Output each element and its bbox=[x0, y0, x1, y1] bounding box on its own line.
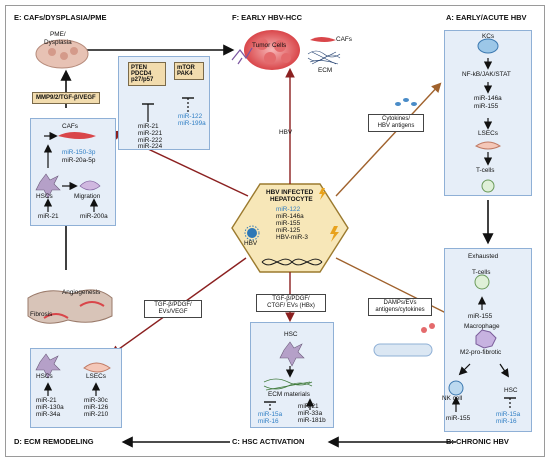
mir155-label-a: miR-155 bbox=[474, 103, 499, 110]
mir33a-label: miR-33a bbox=[298, 410, 323, 417]
hsc-label-c: HSC bbox=[284, 331, 298, 338]
cytokines-box: Cytokines/HBV antigens bbox=[368, 114, 424, 132]
mir224-label: miR-224 bbox=[138, 143, 163, 150]
mir122-label-f: miR-122 bbox=[178, 113, 203, 120]
mir20a-label: miR-20a-5p bbox=[62, 157, 96, 164]
mir199a-label: miR-199a bbox=[178, 120, 206, 127]
mir155-label-b-top: miR-155 bbox=[468, 313, 493, 320]
mir21-label-c: miR-21 bbox=[298, 403, 319, 410]
title-a: A: EARLY/ACUTE HBV bbox=[446, 13, 527, 22]
center-mir146a: miR-146a bbox=[276, 213, 304, 220]
hepatocyte-hexagon bbox=[231, 183, 349, 273]
vessel-icon bbox=[231, 47, 253, 65]
mir34a-label: miR-34a bbox=[36, 411, 61, 418]
lightning-icon-2 bbox=[319, 188, 326, 200]
cafs-label-e: CAFs bbox=[62, 123, 78, 130]
migration-label: Migration bbox=[74, 193, 101, 200]
fibrosis-label: Fibrosis bbox=[30, 311, 53, 318]
mir222-label: miR-222 bbox=[138, 137, 163, 144]
mir16-label-c: miR-16 bbox=[258, 418, 279, 425]
mir155-label-b-bottom: miR-155 bbox=[446, 415, 471, 422]
mir146a-label-a: miR-146a bbox=[474, 95, 502, 102]
hsc-label-b: HSC bbox=[504, 387, 518, 394]
arrow-to-acute bbox=[335, 82, 442, 197]
mir21-label-d: miR-21 bbox=[36, 397, 57, 404]
mir130a-label: miR-130a bbox=[36, 404, 64, 411]
mir221-label: miR-221 bbox=[138, 130, 163, 137]
panel-e-box bbox=[30, 118, 116, 226]
figure-frame bbox=[5, 5, 545, 457]
caf-cell-icon-f bbox=[310, 37, 336, 42]
pathway-label: NF-kB/JAK/STAT bbox=[462, 71, 511, 78]
center-mir122: miR-122 bbox=[276, 206, 301, 213]
pme-label-2: Dysplasia bbox=[44, 39, 72, 46]
mir15a-label-b: miR-15a bbox=[496, 411, 521, 418]
vessel-shape bbox=[373, 343, 433, 357]
hepatocyte-title-2: HEPATOCYTE bbox=[270, 196, 313, 203]
mir150-label: miR-150-3p bbox=[62, 149, 96, 156]
mir210-label: miR-210 bbox=[84, 411, 109, 418]
center-hbv: HBV bbox=[244, 240, 258, 247]
ecm-materials-label: ECM materials bbox=[268, 391, 310, 398]
nk-label: NK cell bbox=[442, 395, 463, 402]
virus-icon-center bbox=[244, 225, 260, 241]
lightning-icon bbox=[330, 226, 339, 242]
mir181b-label: miR-181b bbox=[298, 417, 326, 424]
hscs-label-e: HSCs bbox=[36, 193, 53, 200]
exhausted-label: Exhausted bbox=[468, 253, 499, 260]
tumor-cells-label: Tumor Cells bbox=[252, 42, 287, 49]
hbv-arrow-label: HBV bbox=[279, 129, 293, 136]
mir30c-label: miR-30c bbox=[84, 397, 108, 404]
lsecs-label-d: LSECs bbox=[86, 373, 106, 380]
ecm-mesh bbox=[307, 50, 341, 65]
tcells-label-a: T-cells bbox=[476, 167, 495, 174]
title-d: D: ECM REMODELING bbox=[14, 437, 94, 446]
mir126-label: miR-126 bbox=[84, 404, 109, 411]
center-hbvmir3: HBV-miR-3 bbox=[276, 234, 308, 241]
center-mir155: miR-155 bbox=[276, 220, 301, 227]
macrophage-label: Macrophage bbox=[464, 323, 500, 330]
antigen-particles bbox=[395, 98, 417, 106]
lsecs-label-a: LSECs bbox=[478, 130, 498, 137]
dna-icon bbox=[261, 258, 323, 266]
kcs-label: KCs bbox=[482, 33, 495, 40]
mir21-label-f: miR-21 bbox=[138, 123, 159, 130]
title-b: B: CHRONIC HBV bbox=[446, 437, 509, 446]
cafs-label-f: CAFs bbox=[336, 36, 352, 43]
arrow-to-chronic bbox=[335, 257, 458, 319]
hepatocyte-title-1: HBV INFECTED bbox=[266, 189, 314, 196]
hscs-label-d: HSCs bbox=[36, 373, 53, 380]
center-mir125: miR-125 bbox=[276, 227, 301, 234]
mir15a-label-c: miR-15a bbox=[258, 411, 283, 418]
tgf-box-d: TGF-β/PDGF/EVs/VEGF bbox=[144, 300, 202, 318]
title-c: C: HSC ACTIVATION bbox=[232, 437, 305, 446]
mir16-label-b: miR-16 bbox=[496, 418, 517, 425]
title-f: F: EARLY HBV-HCC bbox=[232, 13, 303, 22]
m2-label: M2-pro-fibrotic bbox=[460, 349, 502, 356]
tumor-cells bbox=[244, 30, 300, 70]
mmp-box: MMP9/2/TGF-β/VEGF bbox=[32, 92, 100, 104]
title-e: E: CAFs/DYSPLASIA/PME bbox=[14, 13, 107, 22]
mir21-label-e: miR-21 bbox=[38, 213, 59, 220]
ecm-label-f: ECM bbox=[318, 67, 333, 74]
mir200a-label: miR-200a bbox=[80, 213, 108, 220]
panel-a-box bbox=[444, 30, 532, 196]
tcells-label-b: T-cells bbox=[472, 269, 491, 276]
pme-label-1: PME/ bbox=[50, 31, 66, 38]
dampened-particles bbox=[421, 323, 435, 333]
angiogenesis-label: Angiogenesis bbox=[62, 289, 101, 296]
tgf-box-c: TGF-β/PDGF/CTGF/ EVs (HBx) bbox=[256, 294, 326, 312]
